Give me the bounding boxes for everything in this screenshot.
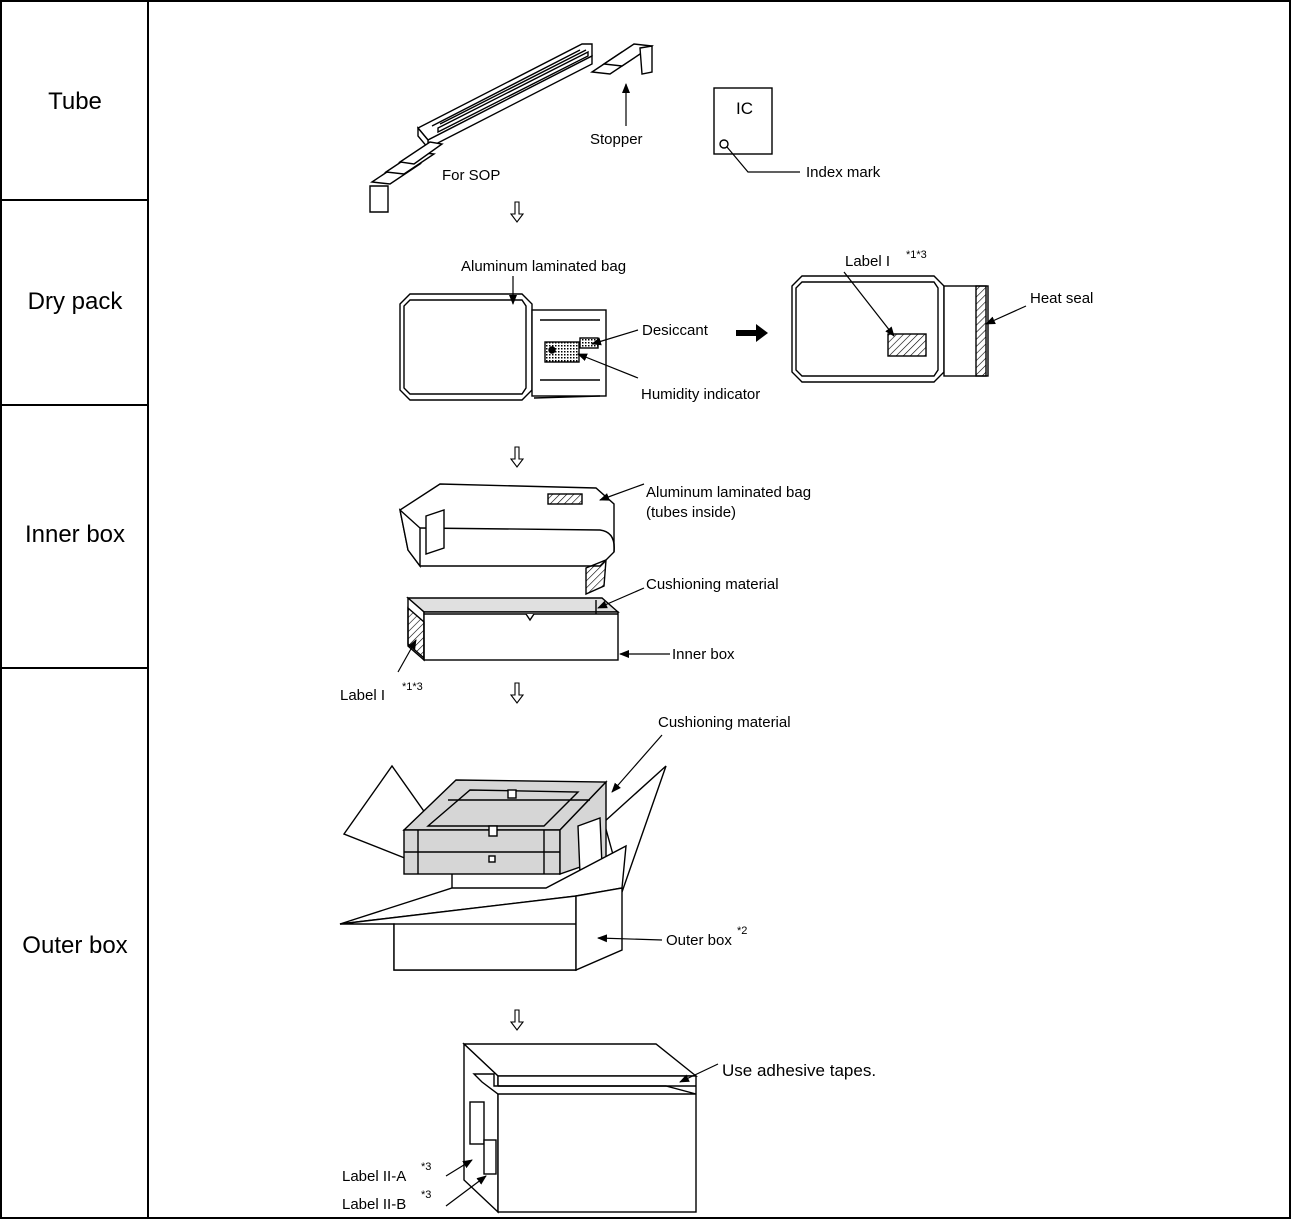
adhesive-tapes-label: Use adhesive tapes. [722, 1061, 876, 1080]
label-i-inner-sup: *1*3 [402, 681, 423, 693]
ic-chip: IC Index mark [713, 87, 881, 181]
label-iib-sup: *3 [421, 1189, 431, 1201]
down-arrow-icon [509, 682, 525, 704]
aluminum-bag-open [399, 293, 607, 401]
inner-aluminum-bag-label: Aluminum laminated bag [646, 484, 811, 501]
stopper-callout: Stopper For SOP [442, 83, 643, 184]
outer-box-label: Outer box [666, 932, 732, 949]
outer-box-closed [462, 1042, 698, 1214]
outer-box-open [339, 764, 667, 972]
aluminum-bag-label: Aluminum laminated bag [461, 258, 626, 275]
inner-box-label: Inner box [672, 646, 735, 663]
down-arrow-icon [509, 201, 525, 223]
inner-cushioning-label: Cushioning material [646, 576, 779, 593]
stage-label-outer-box: Outer box [22, 932, 128, 959]
desiccant-label: Desiccant [642, 322, 709, 339]
label-i-drypack: Label I [845, 253, 890, 270]
heat-seal-label: Heat seal [1030, 290, 1093, 307]
label-i-inner: Label I [340, 687, 385, 704]
tube-illustration [369, 43, 654, 213]
stage-label-dry-pack: Dry pack [27, 288, 123, 315]
down-arrow-icon [509, 1009, 525, 1031]
dry-pack-callouts [509, 276, 639, 379]
aluminum-bag-sealed [791, 275, 989, 383]
right-arrow-icon [736, 324, 768, 342]
tubes-inside-label: (tubes inside) [646, 504, 736, 521]
inner-box-illustration [398, 483, 620, 662]
label-iib: Label II-B [342, 1196, 406, 1213]
outer-cushioning-label: Cushioning material [658, 714, 791, 731]
ic-label: IC [736, 99, 753, 118]
stopper-label: Stopper [590, 131, 643, 148]
humidity-indicator-label: Humidity indicator [641, 386, 760, 403]
stage-label-inner-box: Inner box [24, 521, 126, 548]
for-sop-label: For SOP [442, 167, 500, 184]
outer-box-sup: *2 [737, 925, 747, 937]
closed-box-callouts [445, 1063, 719, 1207]
down-arrow-icon [509, 446, 525, 468]
index-mark-label: Index mark [806, 164, 881, 181]
sealed-bag-callouts [843, 271, 1027, 337]
label-iia-sup: *3 [421, 1161, 431, 1173]
label-i-drypack-sup: *1*3 [906, 249, 927, 261]
outer-box-callouts [597, 734, 663, 943]
stage-label-tube: Tube [48, 88, 102, 115]
inner-box-callouts [397, 483, 670, 673]
label-iia: Label II-A [342, 1168, 406, 1185]
